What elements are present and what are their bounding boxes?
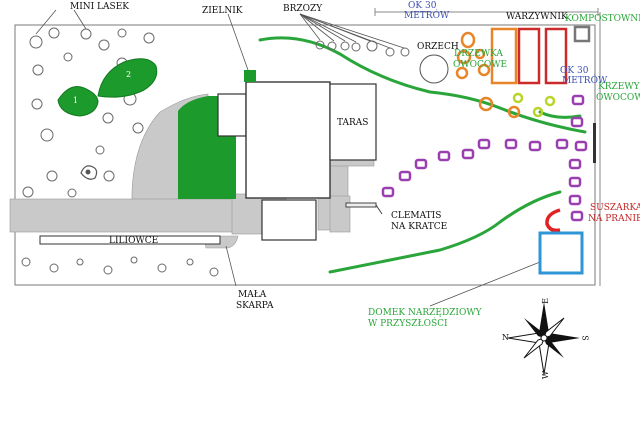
- fruit-trees-label-2: OWOCOWE: [453, 60, 508, 70]
- mini-forest-label: MINI LASEK: [70, 2, 129, 12]
- green-tree-clumps: [57, 58, 158, 117]
- mini-forest-trees: [22, 27, 155, 198]
- small-slope-label-2: SKARPA: [236, 301, 274, 311]
- terrace-label: TARAS: [337, 118, 369, 128]
- tool-shed-label-1: DOMEK NARZĘDZIOWY: [368, 308, 482, 318]
- dryer-label-2: NA PRANIE: [588, 214, 640, 224]
- dimension-top-label-2: METRÓW: [404, 11, 450, 21]
- birch-trees: [315, 40, 410, 57]
- tree-number-2: 2: [126, 70, 132, 79]
- daylily-label: LILIOWCE: [109, 236, 159, 246]
- compass-e: E: [540, 298, 550, 304]
- small-slope-label-1: MAŁA: [238, 290, 267, 300]
- clematis-trellis: [345, 202, 377, 208]
- tree-number-1: 1: [73, 96, 79, 105]
- compass-n: N: [502, 333, 509, 342]
- compass-rose: [507, 302, 580, 375]
- garden-stone: [80, 165, 98, 180]
- daylily-bed: [39, 235, 221, 245]
- dimension-side-label-2: METRÓW: [562, 76, 608, 86]
- compass-s: S: [580, 335, 590, 341]
- clothes-dryer: [545, 208, 561, 233]
- leader-lines: [35, 9, 541, 307]
- compost-label: KOMPOSTOWNI: [565, 14, 640, 24]
- fruit-shrubs-label-1: KRZEWY: [598, 82, 640, 92]
- fruit-shrubs-yellow: [512, 92, 556, 118]
- fruit-shrubs-label-2: OWOCOWE: [596, 93, 640, 103]
- walnut-label: ORZECH: [417, 42, 459, 52]
- birches-label: BRZOZY: [283, 4, 323, 14]
- lower-plant-circles: [21, 256, 219, 277]
- clematis-label-1: CLEMATIS: [391, 211, 442, 221]
- fruit-trees: [455, 31, 521, 119]
- dimension-top-label-1: OK 30: [408, 1, 437, 11]
- walnut-tree: [419, 54, 449, 84]
- vegetable-garden-label: WARZYWNIK: [506, 12, 568, 22]
- terrace: [329, 83, 377, 161]
- tool-shed: [538, 231, 584, 275]
- herb-garden-marker: [244, 70, 256, 82]
- fruit-trees-label-1: DRZEWKA: [454, 49, 503, 59]
- dimension-side-label-1: OK 30: [560, 66, 589, 76]
- tool-shed-label-2: W PRZYSZŁOŚCI: [368, 319, 448, 329]
- shrub-row: [381, 94, 588, 222]
- herb-garden-label: ZIELNIK: [202, 6, 243, 16]
- dryer-label-1: SUSZARKA: [590, 203, 640, 213]
- vegetable-beds: [490, 27, 568, 85]
- house: [217, 81, 331, 241]
- clematis-label-2: NA KRATCE: [391, 222, 448, 232]
- compost-bin: [573, 25, 591, 43]
- compass-w: W: [541, 370, 551, 380]
